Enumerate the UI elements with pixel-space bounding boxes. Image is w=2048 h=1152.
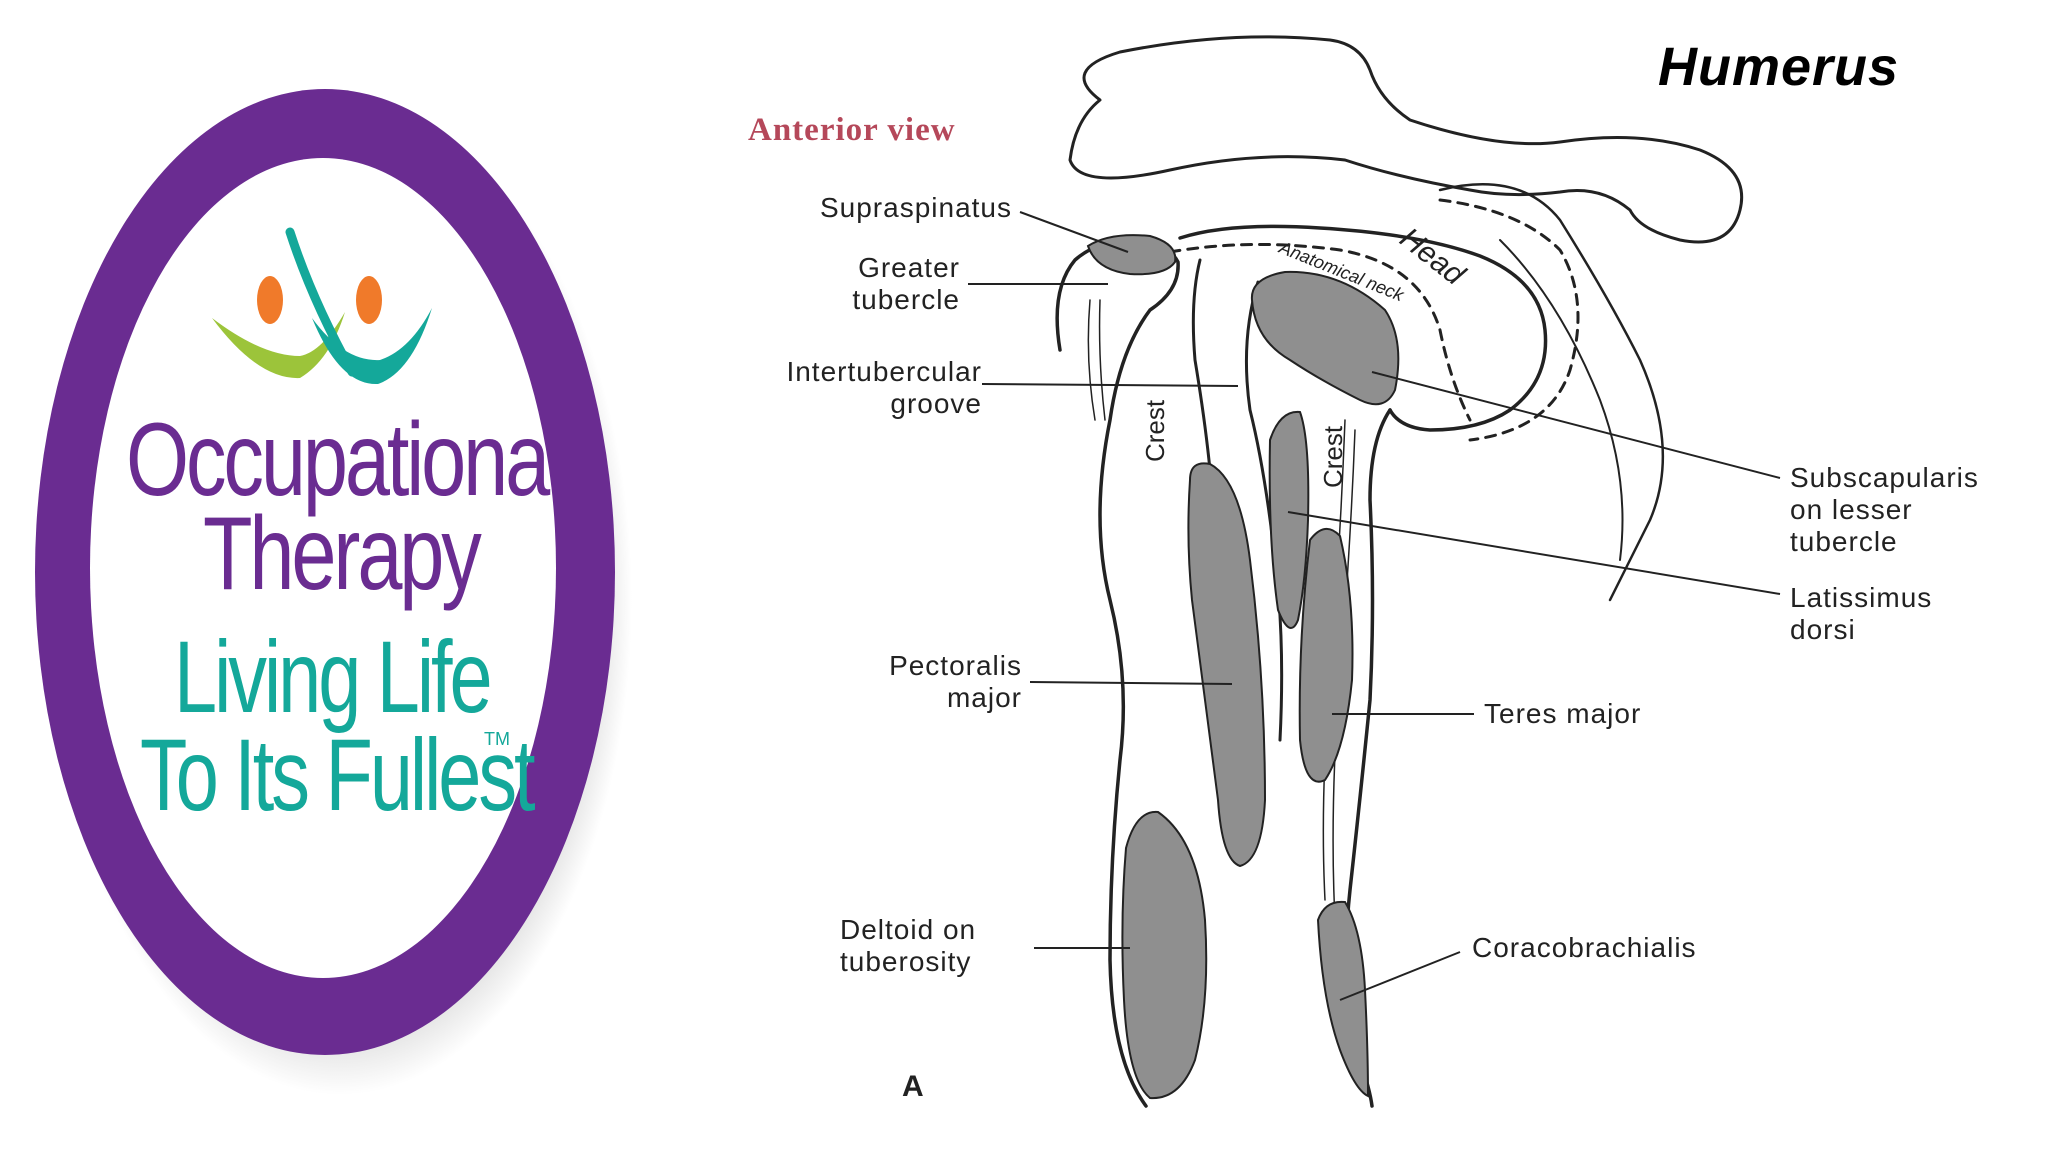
articular-dashed (1438, 198, 1580, 442)
view-title: Anterior view (748, 112, 956, 148)
figure-head-right (356, 276, 382, 324)
glenoid-outline (1438, 183, 1665, 602)
label-subscapularis: Subscapularis on lesser tubercle (1790, 462, 1979, 557)
figure-letter: A (902, 1070, 924, 1103)
label-supraspinatus: Supraspinatus (819, 192, 1012, 223)
head-label: Head (1394, 222, 1472, 293)
label-deltoid: Deltoid on tuberosity (840, 914, 977, 977)
crest-right-label: Crest (1318, 425, 1348, 488)
scapula-line (1499, 239, 1624, 561)
greater-tubercle-ridge (1191, 258, 1212, 472)
leader-intertubercular (981, 383, 1239, 387)
deltoid-patch (1121, 810, 1208, 1100)
ot-logo: Occupational Therapy Living Life To Its … (0, 0, 660, 1152)
figure-green-arm (212, 312, 345, 379)
leader-latissimus (1287, 511, 1781, 595)
logo-graphic (35, 89, 632, 1095)
label-pectoralis-major: Pectoralis major (889, 650, 1022, 713)
logo-text-occupational: Occupational (126, 402, 565, 518)
leader-subscapularis (1371, 371, 1781, 479)
logo-text-to-its-fullest: To Its Fullest (140, 718, 536, 832)
acromion-outline (1068, 35, 1744, 244)
label-coracobrachialis: Coracobrachialis (1472, 932, 1697, 963)
label-latissimus-dorsi: Latissimus dorsi (1790, 582, 1933, 645)
figure-teal-arm (312, 308, 432, 385)
figure-head-left (257, 276, 283, 324)
latissimus-patch (1268, 410, 1310, 629)
figure-teal-stroke (285, 227, 357, 377)
logo-text-therapy: Therapy (203, 496, 482, 612)
humeral-head (1178, 224, 1548, 432)
logo-text-living-life: Living Life (174, 620, 493, 734)
label-intertubercular-groove: Intertubercular groove (786, 356, 982, 419)
crest-left-label: Crest (1140, 399, 1170, 462)
subscapularis-patch (1250, 270, 1400, 406)
label-teres-major: Teres major (1484, 698, 1642, 729)
logo-inner-disc (90, 158, 556, 978)
leader-coracobrachialis (1339, 951, 1461, 1001)
slide-title: Humerus (1658, 37, 1900, 97)
leader-supraspinatus (1019, 211, 1129, 253)
lesser-tubercle-ridge (1244, 280, 1284, 742)
logo-trademark: TM (484, 729, 510, 749)
leader-pectoralis (1029, 681, 1233, 685)
pectoralis-patch (1187, 462, 1267, 868)
teres-major-patch (1298, 528, 1354, 783)
label-greater-tubercle: Greater tubercle (852, 252, 960, 315)
anatomical-neck-dashed (1168, 242, 1472, 422)
